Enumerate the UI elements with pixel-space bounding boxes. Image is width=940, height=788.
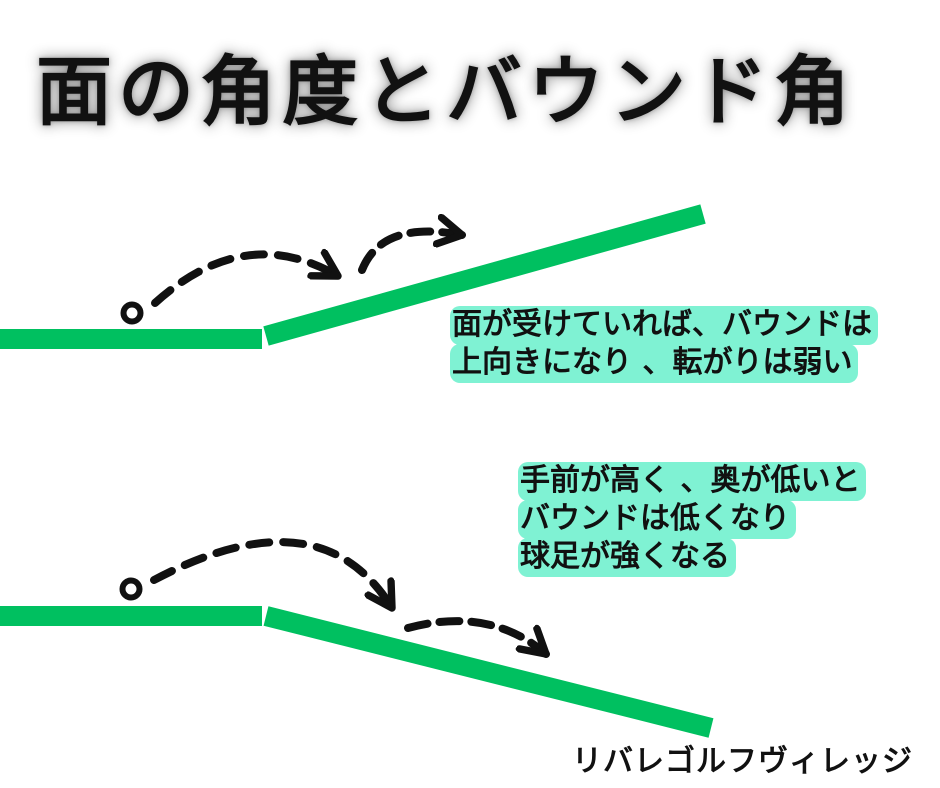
bounce-arrow <box>404 617 550 658</box>
downslope-surface <box>263 606 714 738</box>
trajectory-arrow <box>151 254 342 307</box>
upslope-surface <box>263 204 706 346</box>
callout-line: 球足が強くなる <box>518 538 736 577</box>
ball-icon <box>119 577 143 601</box>
trajectory-arrow <box>150 538 396 612</box>
page-title: 面の角度とバウンド角 <box>36 47 856 136</box>
callout-line: バウンドは低くなり <box>518 500 796 539</box>
callout-line: 上向きになり 、転がりは弱い <box>450 344 859 383</box>
ball-icon <box>120 301 144 325</box>
callout-line: 手前が高く 、奥が低いと <box>518 462 867 501</box>
upper-example-diagram <box>0 204 706 349</box>
credit-text: リバレゴルフヴィレッジ <box>572 744 913 779</box>
lower-example-diagram <box>0 538 714 738</box>
upper-callout: 面が受けていれば、バウンドは 上向きになり 、転がりは弱い <box>450 306 878 383</box>
lower-callout: 手前が高く 、奥が低いと バウンドは低くなり 球足が強くなる <box>518 462 867 577</box>
callout-line: 面が受けていれば、バウンドは <box>450 306 878 345</box>
bounce-arrow <box>358 232 466 274</box>
